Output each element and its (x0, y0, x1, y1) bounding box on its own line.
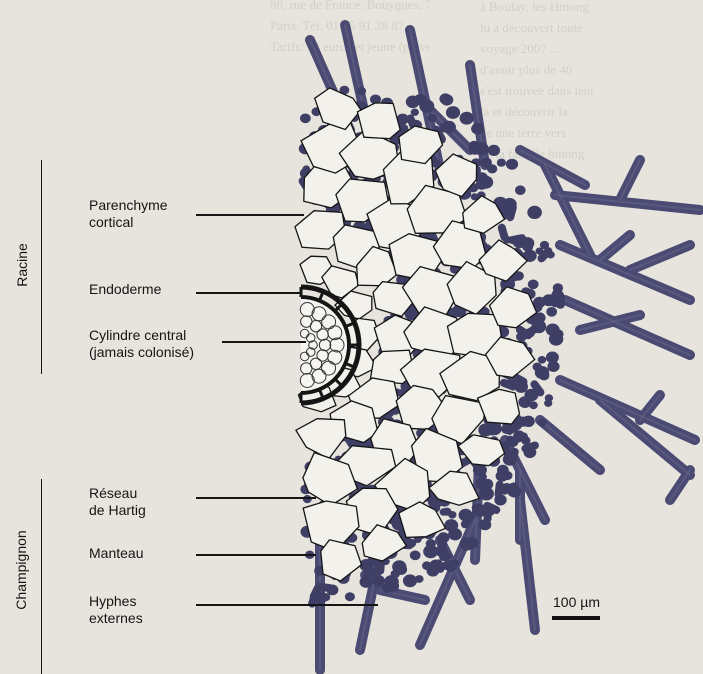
hypha-highlight (670, 470, 690, 500)
leader-line-endoderme (196, 292, 300, 294)
mantle-cell (403, 574, 417, 587)
mantle-cell (479, 487, 494, 500)
label-hyphes-externes: Hyphes externes (89, 593, 143, 627)
hypha-fragment (483, 505, 491, 523)
mantle-cell (531, 320, 546, 333)
leader-line-hyphes (196, 604, 378, 606)
mantle-cell (502, 483, 512, 492)
label-line: Endoderme (89, 281, 161, 298)
mantle-cell (514, 381, 528, 393)
mantle-cell (497, 159, 506, 167)
mantle-cell (535, 366, 549, 379)
cortical-cell (321, 540, 362, 581)
leader-line-cylindre (222, 341, 306, 343)
mantle-cell (448, 528, 462, 540)
mantle-cell (410, 551, 421, 561)
label-line: cortical (89, 214, 168, 231)
mantle-cell (507, 451, 517, 460)
hypha-highlight (560, 380, 695, 440)
mantle-cell (538, 356, 547, 364)
label-line: Cylindre central (89, 327, 194, 344)
group-label-champignon: Champignon (13, 527, 29, 613)
label-reseau-de-hartig: Réseau de Hartig (89, 485, 146, 519)
mantle-cell (460, 112, 474, 125)
hypha-highlight (620, 160, 640, 200)
mantle-cell (488, 145, 500, 156)
mantle-cell (553, 283, 563, 292)
mantle-cell (391, 570, 400, 579)
group-label-racine: Racine (14, 235, 30, 295)
mantle-cell (428, 114, 437, 122)
mantle-cell (345, 592, 355, 601)
mantle-cell (513, 430, 525, 441)
mantle-cell (439, 93, 451, 104)
hypha-highlight (540, 420, 600, 470)
scale-bar (552, 616, 600, 620)
mantle-cell (506, 159, 518, 170)
cortical-cell (357, 103, 400, 139)
mantle-cell (440, 508, 448, 515)
mantle-cell (503, 198, 517, 211)
mantle-cell (448, 511, 456, 519)
racine-bracket-line (41, 160, 42, 374)
hypha-highlight (555, 195, 700, 210)
cortical-cell (315, 88, 361, 130)
mantle-cell (496, 470, 509, 481)
label-line: (jamais colonisé) (89, 344, 194, 361)
leader-line-hartig (196, 497, 316, 499)
mantle-cell (506, 436, 515, 445)
endoderm-wall (319, 291, 323, 300)
cortical-cell (296, 419, 346, 459)
leader-line-manteau (196, 554, 316, 556)
label-parenchyme-cortical: Parenchyme cortical (89, 197, 168, 231)
label-manteau: Manteau (89, 545, 143, 562)
label-line: Parenchyme (89, 197, 168, 214)
mantle-cell (524, 447, 537, 458)
mantle-cell (518, 417, 529, 427)
label-line: externes (89, 610, 143, 627)
label-line: Réseau (89, 485, 146, 502)
mantle-cell (300, 114, 311, 124)
label-cylindre-central: Cylindre central (jamais colonisé) (89, 327, 194, 361)
mantle-cell (419, 99, 434, 112)
leader-line-parenchyme (196, 214, 304, 216)
mantle-cell (426, 539, 436, 548)
mantle-cell (515, 185, 526, 195)
mantle-cell (546, 307, 557, 317)
mantle-cell (528, 280, 539, 290)
label-line: Manteau (89, 545, 143, 562)
champignon-bracket-line (41, 479, 42, 674)
scale-bar-label: 100 µm (553, 594, 600, 610)
mantle-cell (438, 532, 450, 543)
label-line: de Hartig (89, 502, 146, 519)
mantle-cell (521, 237, 535, 249)
mantle-cell (468, 142, 482, 154)
mantle-cell (472, 504, 481, 512)
mantle-cell (487, 164, 497, 173)
mantle-cell (445, 561, 457, 572)
mantle-cell (442, 552, 451, 561)
mantle-cell (527, 206, 542, 219)
mantle-cell (382, 583, 393, 593)
mantle-cell (471, 123, 484, 135)
mantle-cell (487, 422, 502, 435)
mantle-cell (545, 394, 553, 401)
mantle-cell (547, 361, 559, 372)
hypha-highlight (520, 500, 535, 630)
mantle-cell (446, 106, 460, 119)
mantle-cell (554, 332, 562, 339)
mantle-cell (357, 87, 366, 95)
hypha-highlight (600, 235, 630, 260)
label-endoderme: Endoderme (89, 281, 161, 298)
mantle-cell (460, 537, 475, 550)
mantle-cell (540, 241, 549, 249)
mantle-cell (529, 401, 538, 409)
hypha-highlight (630, 245, 690, 270)
mantle-cell (494, 494, 506, 505)
label-line: Hyphes (89, 593, 143, 610)
mantle-cell (538, 419, 547, 427)
